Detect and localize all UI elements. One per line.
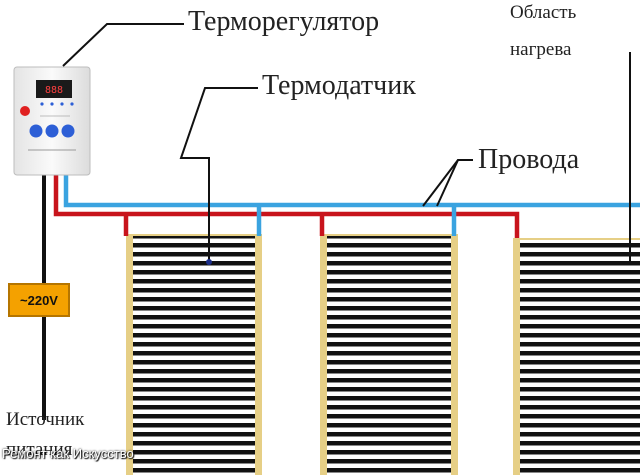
thermostat-button-3 [61,124,75,138]
voltage-box: ~220V [8,283,70,317]
live-wire [53,170,520,238]
heat-area-label-line2: нагрева [510,39,572,60]
sensor-label: Термодатчик [262,70,416,101]
wires-leader [436,159,473,207]
sensor-leader [179,87,258,262]
power-source-label-line2: питания [6,439,73,460]
thermostat-device: 888 [13,66,91,176]
thermostat-display [36,80,72,98]
heating-panel-1 [126,234,262,475]
heating-panel-3 [513,238,640,475]
wires-leader-2 [422,159,459,207]
heating-panel-2 [320,234,458,475]
wires-label: Провода [478,144,580,175]
thermostat-leader [62,23,184,67]
watermark: Ремонт как Искусство [2,446,134,461]
thermostat-button-1 [29,124,43,138]
neutral-wire [63,170,640,236]
power-source-label-line1: Источник [6,409,85,430]
temperature-sensor [206,259,212,265]
thermostat-button-2 [45,124,59,138]
svg-text:888: 888 [45,85,63,96]
power-button-icon [20,106,30,116]
heat-area-label-line1: Область [510,2,577,23]
thermostat-label: Терморегулятор [188,6,380,37]
